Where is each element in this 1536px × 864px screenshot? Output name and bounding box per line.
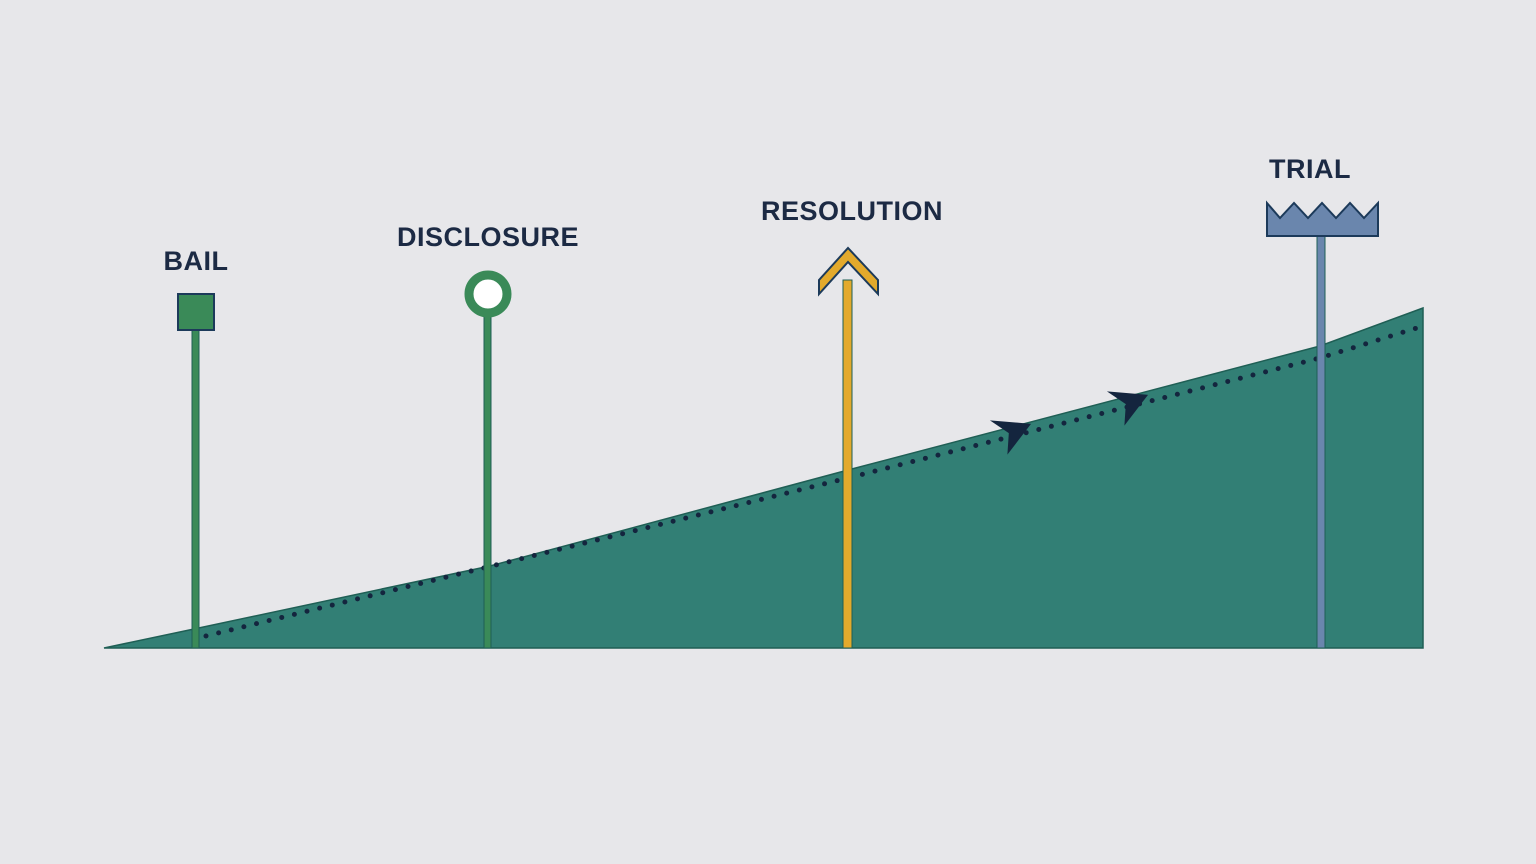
milestone-trial: TRIAL xyxy=(1266,154,1379,649)
chevron-up-icon xyxy=(818,246,879,297)
milestone-label-resolution: RESOLUTION xyxy=(761,196,943,226)
crown-marker-icon xyxy=(1266,200,1379,237)
square-marker-icon xyxy=(177,293,215,331)
rising-area xyxy=(103,306,1424,649)
arrow-pointer-icon xyxy=(989,420,1032,455)
arrow-pointer-icon xyxy=(1106,391,1149,426)
ring-marker-icon xyxy=(464,270,512,318)
milestone-bail: BAIL xyxy=(164,246,229,649)
milestone-label-disclosure: DISCLOSURE xyxy=(397,222,579,252)
milestone-disclosure: DISCLOSURE xyxy=(397,222,579,649)
milestone-resolution: RESOLUTION xyxy=(761,196,943,649)
milestone-label-bail: BAIL xyxy=(164,246,229,276)
milestone-label-trial: TRIAL xyxy=(1269,154,1351,184)
